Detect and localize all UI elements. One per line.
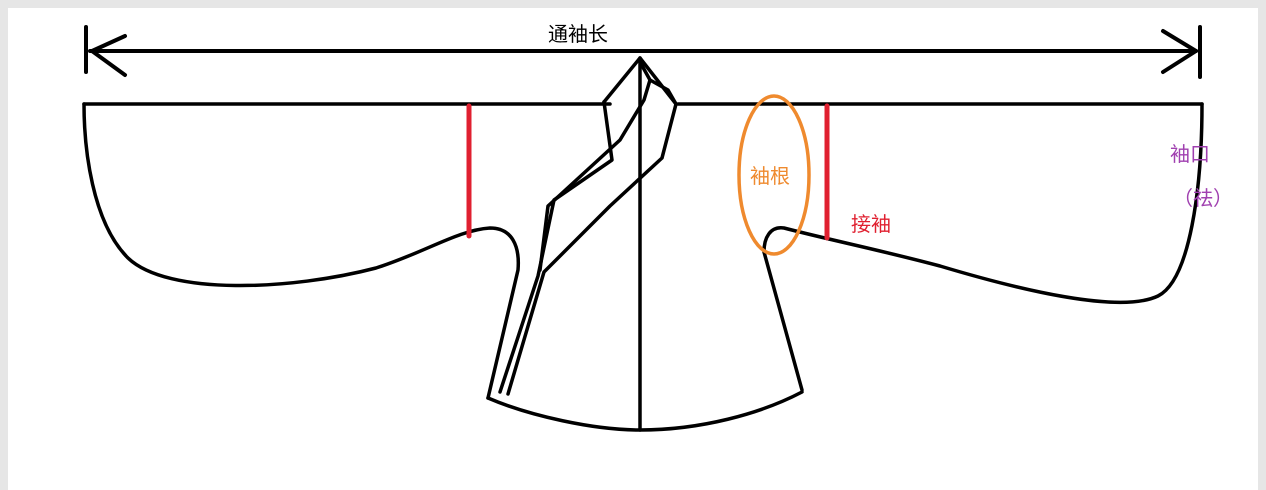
- sleeve-root-marker: [737, 94, 811, 256]
- left-sleeve-outline: [82, 102, 521, 400]
- right-sleeve-outline: [762, 102, 1204, 392]
- cuff-sublabel: （祛）: [1173, 186, 1233, 210]
- cuff-label: 袖口: [1170, 142, 1210, 166]
- hem-curve: [486, 390, 804, 432]
- sleeve-join-label: 接袖: [851, 212, 891, 236]
- measurement-arrow: [84, 25, 1202, 79]
- lapel-edge: [506, 102, 678, 396]
- diagram-canvas: [8, 8, 1258, 490]
- lapel-fold: [648, 78, 678, 106]
- arrow-left-head: [90, 34, 127, 77]
- collar-band-inner: [538, 60, 652, 272]
- arrow-right-head: [1161, 29, 1198, 74]
- sleeve-root-label: 袖根: [750, 164, 790, 188]
- total-sleeve-length-label: 通袖长: [548, 22, 608, 46]
- seam-markers: [466, 103, 830, 241]
- garment-outline: [82, 56, 1204, 432]
